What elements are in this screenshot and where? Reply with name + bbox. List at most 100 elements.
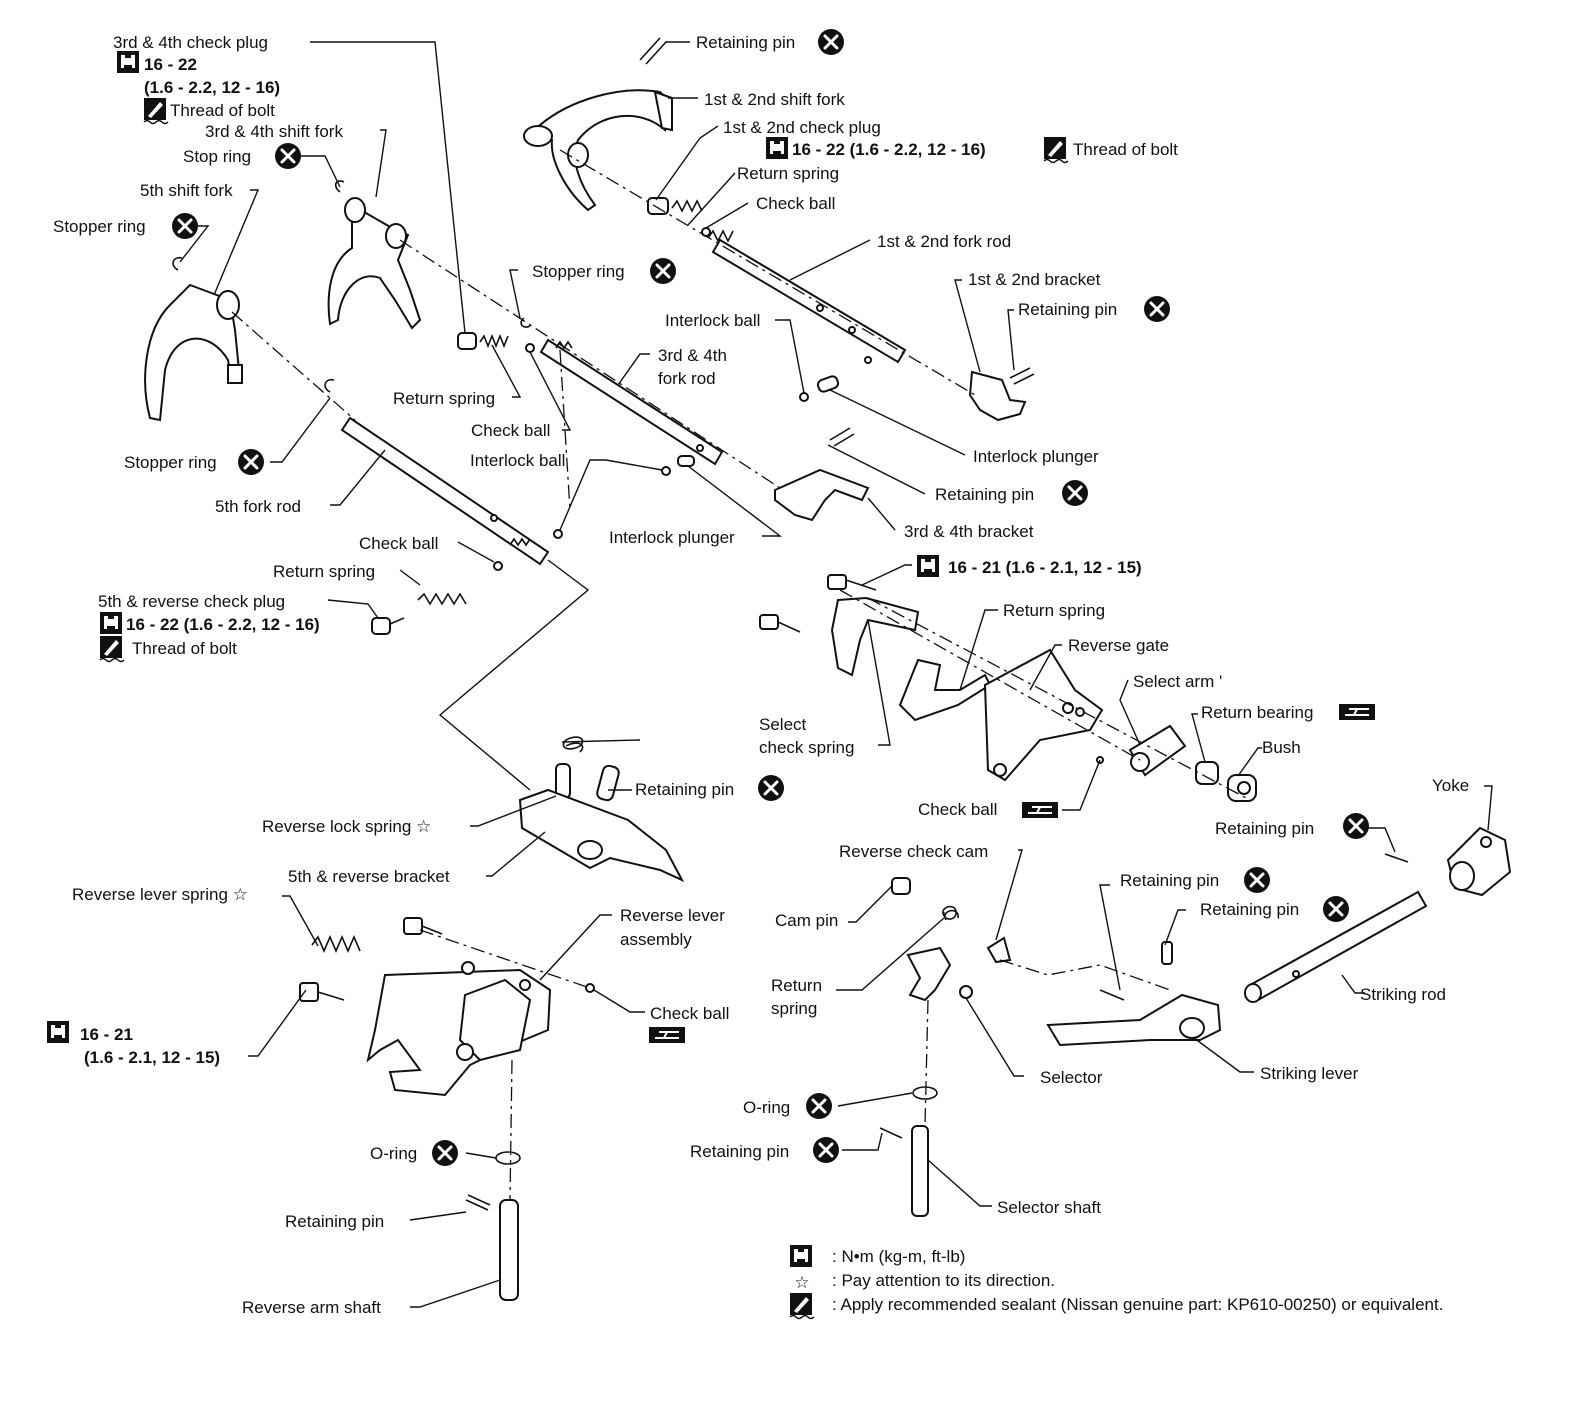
- legend: : N•m (kg-m, ft-lb) : Pay attention to i…: [832, 1247, 1443, 1314]
- label-interlock-ball-b: Interlock ball: [470, 451, 565, 470]
- label-thread-3-4: Thread of bolt: [170, 101, 275, 120]
- label-cam-pin: Cam pin: [775, 911, 838, 930]
- label-check-plug-1-2: 1st & 2nd check plug: [723, 118, 881, 137]
- label-thread-5r: Thread of bolt: [132, 639, 237, 658]
- torque-wrench-icon: [117, 51, 139, 73]
- label-retaining-pin-sel1: Retaining pin: [1120, 871, 1219, 890]
- label-reverse-lock-spring: Reverse lock spring ☆: [262, 817, 431, 836]
- leader-lines: [179, 41, 1493, 1308]
- label-interlock-plunger-b: Interlock plunger: [609, 528, 735, 547]
- label-retaining-pin-rev: Retaining pin: [635, 780, 734, 799]
- interlock-upper-shapes: [799, 375, 840, 402]
- legend-direction: : Pay attention to its direction.: [832, 1271, 1055, 1290]
- circled-x-icon: [1142, 294, 1172, 324]
- label-torque-bolt-right: 16 - 21 (1.6 - 2.1, 12 - 15): [948, 558, 1142, 577]
- torque-wrench-icon: [100, 612, 122, 634]
- label-reverse-arm-shaft: Reverse arm shaft: [242, 1298, 381, 1317]
- part-labels: Retaining pin 1st & 2nd shift fork 1st &…: [53, 33, 1469, 1317]
- label-striking-lever: Striking lever: [1260, 1064, 1359, 1083]
- yoke-striking-rod-shape: [1244, 826, 1512, 1003]
- check-plug-5r-shape: [371, 592, 467, 635]
- circled-x-icon: [170, 211, 200, 241]
- label-bracket-5r: 5th & reverse bracket: [288, 867, 450, 886]
- legend-sealant: : Apply recommended sealant (Nissan genu…: [832, 1295, 1443, 1314]
- label-o-ring-right: O-ring: [743, 1098, 790, 1117]
- shift-fork-3-4-shape: [327, 197, 422, 330]
- circled-x-icon: [804, 1091, 834, 1121]
- grease-icon: [1338, 703, 1376, 721]
- sealant-icon: [1043, 136, 1069, 164]
- grease-icon: [648, 1026, 686, 1044]
- label-retaining-pin-3-4: Retaining pin: [935, 485, 1034, 504]
- label-fork-5: 5th shift fork: [140, 181, 233, 200]
- label-reverse-lever-assembly-l2: assembly: [620, 930, 692, 949]
- label-torque-1-2: 16 - 22 (1.6 - 2.2, 12 - 16): [792, 140, 986, 159]
- torque-wrench-icon: [47, 1021, 69, 1043]
- label-bush: Bush: [1262, 738, 1301, 757]
- sealant-icon: [789, 1292, 815, 1320]
- label-thread-1-2: Thread of bolt: [1073, 140, 1178, 159]
- label-check-ball-5: Check ball: [359, 534, 438, 553]
- label-return-spring-cam-l1: Return: [771, 976, 822, 995]
- label-interlock-plunger-a: Interlock plunger: [973, 447, 1099, 466]
- label-return-bearing: Return bearing: [1201, 703, 1313, 722]
- sealant-icon: [99, 635, 125, 663]
- label-torque-5r: 16 - 22 (1.6 - 2.2, 12 - 16): [126, 615, 320, 634]
- circled-x-icon: [756, 773, 786, 803]
- label-bracket-1-2: 1st & 2nd bracket: [968, 270, 1101, 289]
- label-select-arm: Select arm ': [1133, 672, 1222, 691]
- sealant-icon: [143, 97, 169, 125]
- label-torque-lever-l1: 16 - 21: [80, 1025, 133, 1044]
- legend-torque: : N•m (kg-m, ft-lb): [832, 1247, 965, 1266]
- label-return-spring-gate: Return spring: [1003, 601, 1105, 620]
- label-stopper-ring-mid: Stopper ring: [532, 262, 625, 281]
- label-check-plug-3-4: 3rd & 4th check plug: [113, 33, 268, 52]
- label-torque-3-4-l1: 16 - 22: [144, 55, 197, 74]
- bracket-1-2-shape: [968, 367, 1035, 422]
- bracket-3-4-shape: [774, 427, 870, 522]
- circled-x-icon: [1242, 865, 1272, 895]
- label-reverse-lever-assembly-l1: Reverse lever: [620, 906, 725, 925]
- label-retaining-pin-shaft: Retaining pin: [690, 1142, 789, 1161]
- circled-x-icon: [430, 1138, 460, 1168]
- circled-x-icon: [648, 256, 678, 286]
- label-fork-rod-3-4-l1: 3rd & 4th: [658, 346, 727, 365]
- label-check-plug-5r: 5th & reverse check plug: [98, 592, 285, 611]
- circled-x-icon: [1341, 811, 1371, 841]
- torque-wrench-icon: [917, 555, 939, 577]
- stop-ring-shape: [334, 180, 345, 193]
- shift-fork-1-2-shape: [523, 37, 673, 212]
- label-retaining-pin-top: Retaining pin: [696, 33, 795, 52]
- label-fork-3-4: 3rd & 4th shift fork: [205, 122, 343, 141]
- circled-x-icon: [1321, 894, 1351, 924]
- label-torque-lever-l2: (1.6 - 2.1, 12 - 15): [84, 1048, 220, 1067]
- bracket-5r-shape: [518, 736, 685, 883]
- shift-fork-5-shape: [144, 256, 243, 422]
- label-retaining-pin-sel2: Retaining pin: [1200, 900, 1299, 919]
- label-reverse-lever-spring: Reverse lever spring ☆: [72, 885, 248, 904]
- label-return-spring-1-2: Return spring: [737, 164, 839, 183]
- label-retaining-pin-1-2: Retaining pin: [1018, 300, 1117, 319]
- check-plug-3-4-shape: [457, 317, 535, 353]
- label-check-ball-3-4: Check ball: [471, 421, 550, 440]
- circled-x-icon: [816, 27, 846, 57]
- label-fork-rod-3-4-l2: fork rod: [658, 369, 716, 388]
- label-reverse-check-cam: Reverse check cam: [839, 842, 988, 861]
- label-check-ball-lever: Check ball: [650, 1004, 729, 1023]
- label-selector: Selector: [1040, 1068, 1103, 1087]
- label-striking-rod: Striking rod: [1360, 985, 1446, 1004]
- label-return-spring-5: Return spring: [273, 562, 375, 581]
- label-return-spring-3-4: Return spring: [393, 389, 495, 408]
- label-check-ball-1-2: Check ball: [756, 194, 835, 213]
- label-stop-ring: Stop ring: [183, 147, 251, 166]
- circled-x-icon: [236, 447, 266, 477]
- label-o-ring-left: O-ring: [370, 1144, 417, 1163]
- circled-x-icon: [811, 1135, 841, 1165]
- label-return-spring-cam-l2: spring: [771, 999, 817, 1018]
- label-stopper-ring-5: Stopper ring: [124, 453, 217, 472]
- label-retaining-pin-arm: Retaining pin: [285, 1212, 384, 1231]
- label-fork-rod-1-2: 1st & 2nd fork rod: [877, 232, 1011, 251]
- circled-x-icon: [1060, 478, 1090, 508]
- fork-rod-1-2-shape: [711, 238, 907, 364]
